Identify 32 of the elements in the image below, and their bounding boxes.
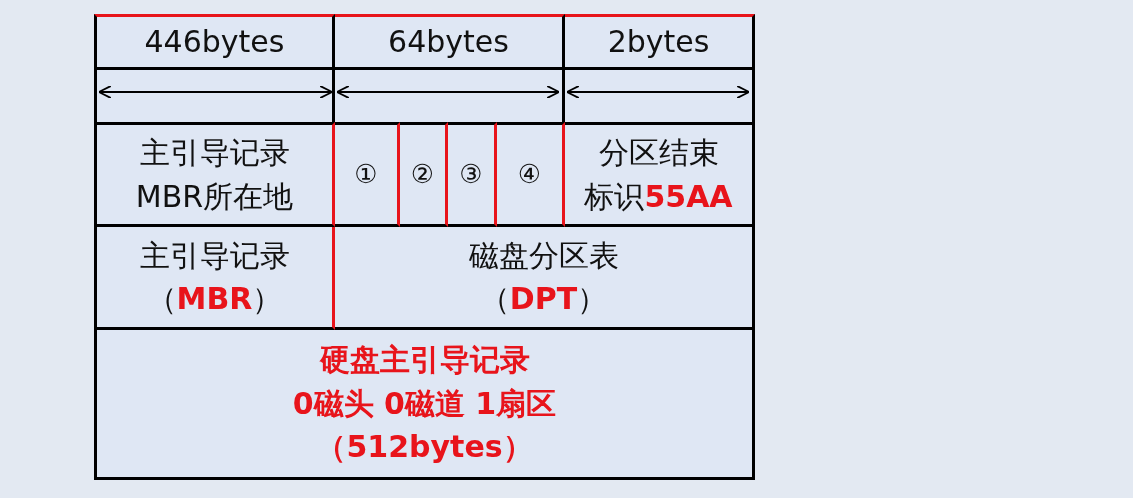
cell-text: 0磁头 0磁道 1扇区 xyxy=(292,384,557,423)
cell-text: 2bytes xyxy=(607,23,710,62)
table-cell xyxy=(565,14,755,70)
cell-text: 分区结束 xyxy=(598,134,719,172)
cell-text: ④ xyxy=(517,157,542,191)
table-cell xyxy=(497,122,565,227)
table-cell xyxy=(400,122,448,227)
cell-text: ① xyxy=(354,157,378,191)
cell-text: 主引导记录 xyxy=(139,134,290,172)
cell-text: （DPT） xyxy=(479,280,608,318)
cell-text: 标识55AA xyxy=(584,177,733,216)
cell-text: （MBR） xyxy=(146,280,283,318)
table-cell xyxy=(94,14,335,70)
cell-text: 磁盘分区表 xyxy=(468,236,619,275)
cell-text: MBR所在地 xyxy=(135,177,294,216)
cell-text: （512bytes） xyxy=(316,428,533,467)
empty-table-cell xyxy=(565,70,755,122)
table-cell xyxy=(94,330,755,480)
cell-text: ② xyxy=(410,157,435,191)
table-cell xyxy=(94,122,335,227)
cell-text: 硬盘主引导记录 xyxy=(319,341,530,380)
cell-text: ③ xyxy=(459,157,483,191)
table-cell xyxy=(335,14,565,70)
table-cell xyxy=(448,122,497,227)
cell-text: 主引导记录 xyxy=(139,236,290,275)
empty-table-cell xyxy=(335,70,565,122)
table-cell xyxy=(335,122,400,227)
table-cell xyxy=(94,227,335,330)
cell-text: 446bytes xyxy=(144,23,285,62)
cell-text: 64bytes xyxy=(388,23,509,62)
table-cell xyxy=(335,227,755,330)
table-cell xyxy=(565,122,755,227)
